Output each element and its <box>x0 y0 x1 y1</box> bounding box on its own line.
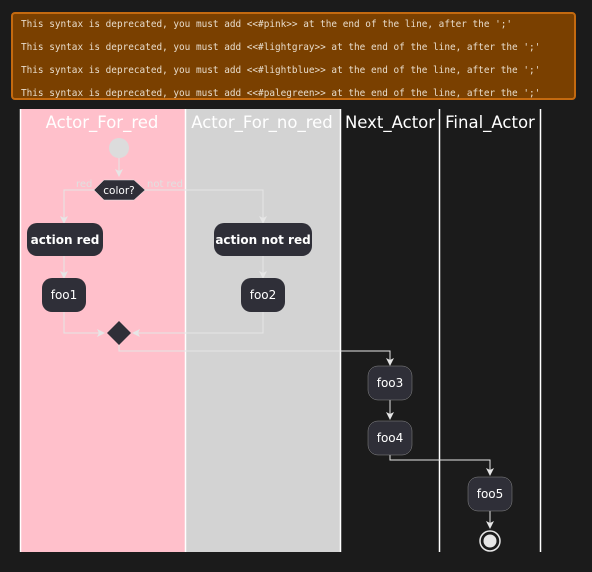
deprecation-warning-box: This syntax is deprecated, you must add … <box>11 12 576 100</box>
lane-title-next-actor: Next_Actor <box>345 113 435 133</box>
flow-lines <box>60 158 494 529</box>
decision-label: color? <box>103 185 134 197</box>
foo5-node <box>467 476 513 512</box>
foo1-node <box>42 278 86 312</box>
merge-diamond <box>107 321 131 345</box>
lane-actor-for-red <box>20 109 185 552</box>
action-red-node <box>27 223 103 256</box>
branch-label-red: red <box>76 179 92 190</box>
action-not-red-node <box>214 223 312 256</box>
foo5-label: foo5 <box>477 487 504 501</box>
foo4-node <box>367 420 413 456</box>
warning-line: This syntax is deprecated, you must add … <box>21 88 541 99</box>
foo3-node <box>367 365 413 401</box>
lane-title-actor-for-red: Actor_For_red <box>46 113 159 133</box>
action-not-red-label: action not red <box>215 233 310 247</box>
warning-line: This syntax is deprecated, you must add … <box>21 42 541 53</box>
warning-line: This syntax is deprecated, you must add … <box>21 65 541 76</box>
lane-title-actor-for-no-red: Actor_For_no_red <box>191 113 333 133</box>
decision-diamond <box>93 179 146 201</box>
start-node <box>109 138 129 158</box>
warning-line: This syntax is deprecated, you must add … <box>21 19 513 30</box>
lane-title-final-actor: Final_Actor <box>445 113 535 133</box>
foo3-label: foo3 <box>377 376 404 390</box>
foo2-label: foo2 <box>250 288 277 302</box>
foo1-label: foo1 <box>51 288 78 302</box>
action-red-label: action red <box>31 233 100 247</box>
foo4-label: foo4 <box>377 431 404 445</box>
end-node <box>479 530 501 552</box>
foo2-node <box>241 278 285 312</box>
lane-borders <box>19 109 542 552</box>
branch-label-not-red: not red <box>147 179 183 190</box>
